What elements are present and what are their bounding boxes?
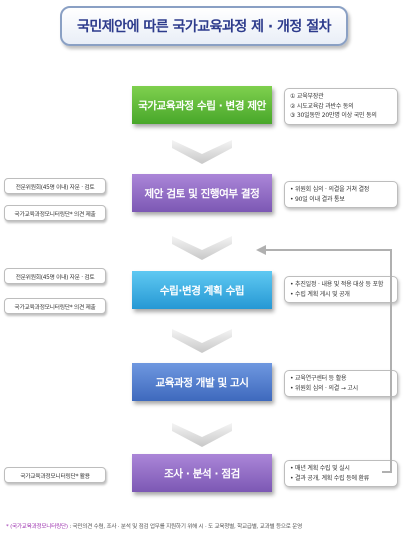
- side-box-monitoring-use: 국가교육과정모니터링단* 활용: [4, 467, 106, 483]
- note-line: ③ 30일동안 20만명 이상 국민 동의: [290, 112, 377, 119]
- note-line: • 위원회 심의 · 의결을 거쳐 결정: [290, 186, 370, 193]
- chevron-down-icon: [172, 140, 232, 164]
- step-1-proposal: 국가교육과정 수립 · 변경 제안: [132, 86, 272, 124]
- note-line: • 90일 이내 결과 통보: [290, 195, 345, 203]
- step-4-development: 교육과정 개발 및 고시: [132, 363, 272, 401]
- side-box-committee-review: 전문위원회(45명 이내) 자문 · 검토: [4, 178, 106, 194]
- note-step-1: ① 교육부장관 ② 시도교육감 과반수 동의 ③ 30일동안 20만명 이상 국…: [284, 88, 398, 125]
- arrow-left-icon: [256, 245, 266, 255]
- note-step-5: • 매년 계획 수립 및 실시 • 결과 공개, 계획 수립 등에 환류: [284, 460, 398, 487]
- footnote-label: * (국가교육과정모니터링단): [6, 524, 68, 530]
- feedback-line-bottom: [382, 471, 392, 473]
- note-line: • 수립 계획 게시 및 공개: [290, 290, 350, 298]
- chevron-down-icon: [172, 423, 232, 447]
- note-line: • 교육연구센터 등 활용: [290, 375, 347, 382]
- note-line: • 결과 공개, 계획 수립 등에 환류: [290, 474, 370, 482]
- step-5-analysis: 조사 · 분석 · 점검: [132, 454, 272, 492]
- side-box-monitoring-opinion: 국가교육과정모니터링단* 의견 제출: [4, 205, 106, 221]
- step-2-review: 제안 검토 및 진행여부 결정: [132, 174, 272, 212]
- note-step-4: • 교육연구센터 등 활용 • 위원회 심의 · 의결 → 고시: [284, 370, 398, 397]
- footnote-text: : 국민의견 수렴, 조사 · 분석 및 점검 업무를 지원하기 위해 시 · …: [67, 524, 302, 530]
- note-line: ② 시도교육감 과반수 동의: [290, 102, 354, 110]
- chevron-down-icon: [172, 329, 232, 353]
- note-line: • 매년 계획 수립 및 실시: [290, 465, 350, 472]
- diagram-title: 국민제안에 따른 국가교육과정 제 · 개정 절차: [60, 6, 348, 46]
- note-step-3: • 추진일정 · 내용 및 적용 대상 등 포함 • 수립 계획 게시 및 공개: [284, 276, 398, 303]
- side-box-committee-review: 전문위원회(45명 이내) 자문 · 검토: [4, 268, 106, 284]
- note-line: ① 교육부장관: [290, 93, 324, 100]
- chevron-down-icon: [172, 236, 232, 260]
- note-line: • 추진일정 · 내용 및 적용 대상 등 포함: [290, 281, 384, 288]
- note-step-2: • 위원회 심의 · 의결을 거쳐 결정 • 90일 이내 결과 통보: [284, 181, 398, 208]
- footnote: * (국가교육과정모니터링단) : 국민의견 수렴, 조사 · 분석 및 점검 …: [6, 522, 402, 530]
- side-box-monitoring-opinion: 국가교육과정모니터링단* 의견 제출: [4, 298, 106, 314]
- step-3-planning: 수립·변경 계획 수립: [132, 271, 272, 309]
- feedback-line-vertical: [390, 250, 392, 472]
- feedback-line-top: [264, 249, 392, 251]
- note-line: • 위원회 심의 · 의결 → 고시: [290, 384, 358, 392]
